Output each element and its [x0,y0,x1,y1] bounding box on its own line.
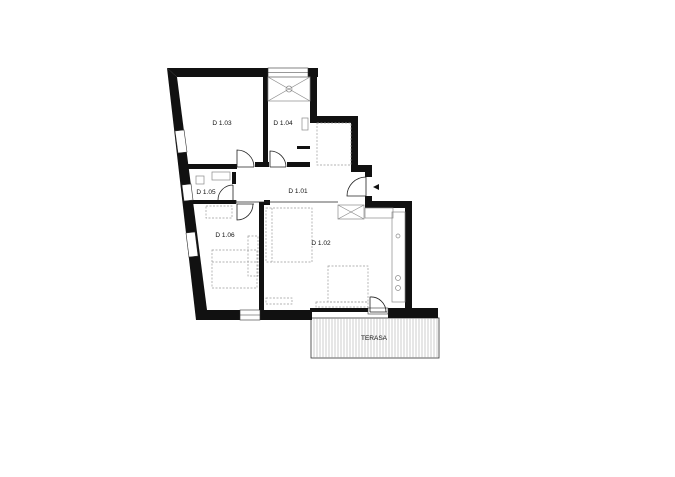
room-label-d105: D 1.05 [196,189,216,196]
room-label-d106: D 1.06 [215,232,235,239]
terrace [310,317,440,359]
interior-walls [187,77,310,310]
furniture [195,76,406,308]
windows [174,67,389,321]
room-labels: D 1.03 D 1.04 D 1.01 D 1.05 D 1.06 D 1.0… [196,120,387,342]
room-label-d103: D 1.03 [212,120,232,127]
doors [217,149,387,313]
room-label-d104: D 1.04 [273,120,293,127]
room-label-d101: D 1.01 [288,188,308,195]
room-label-terasa: TERASA [361,335,388,342]
room-label-d102: D 1.02 [311,240,331,247]
